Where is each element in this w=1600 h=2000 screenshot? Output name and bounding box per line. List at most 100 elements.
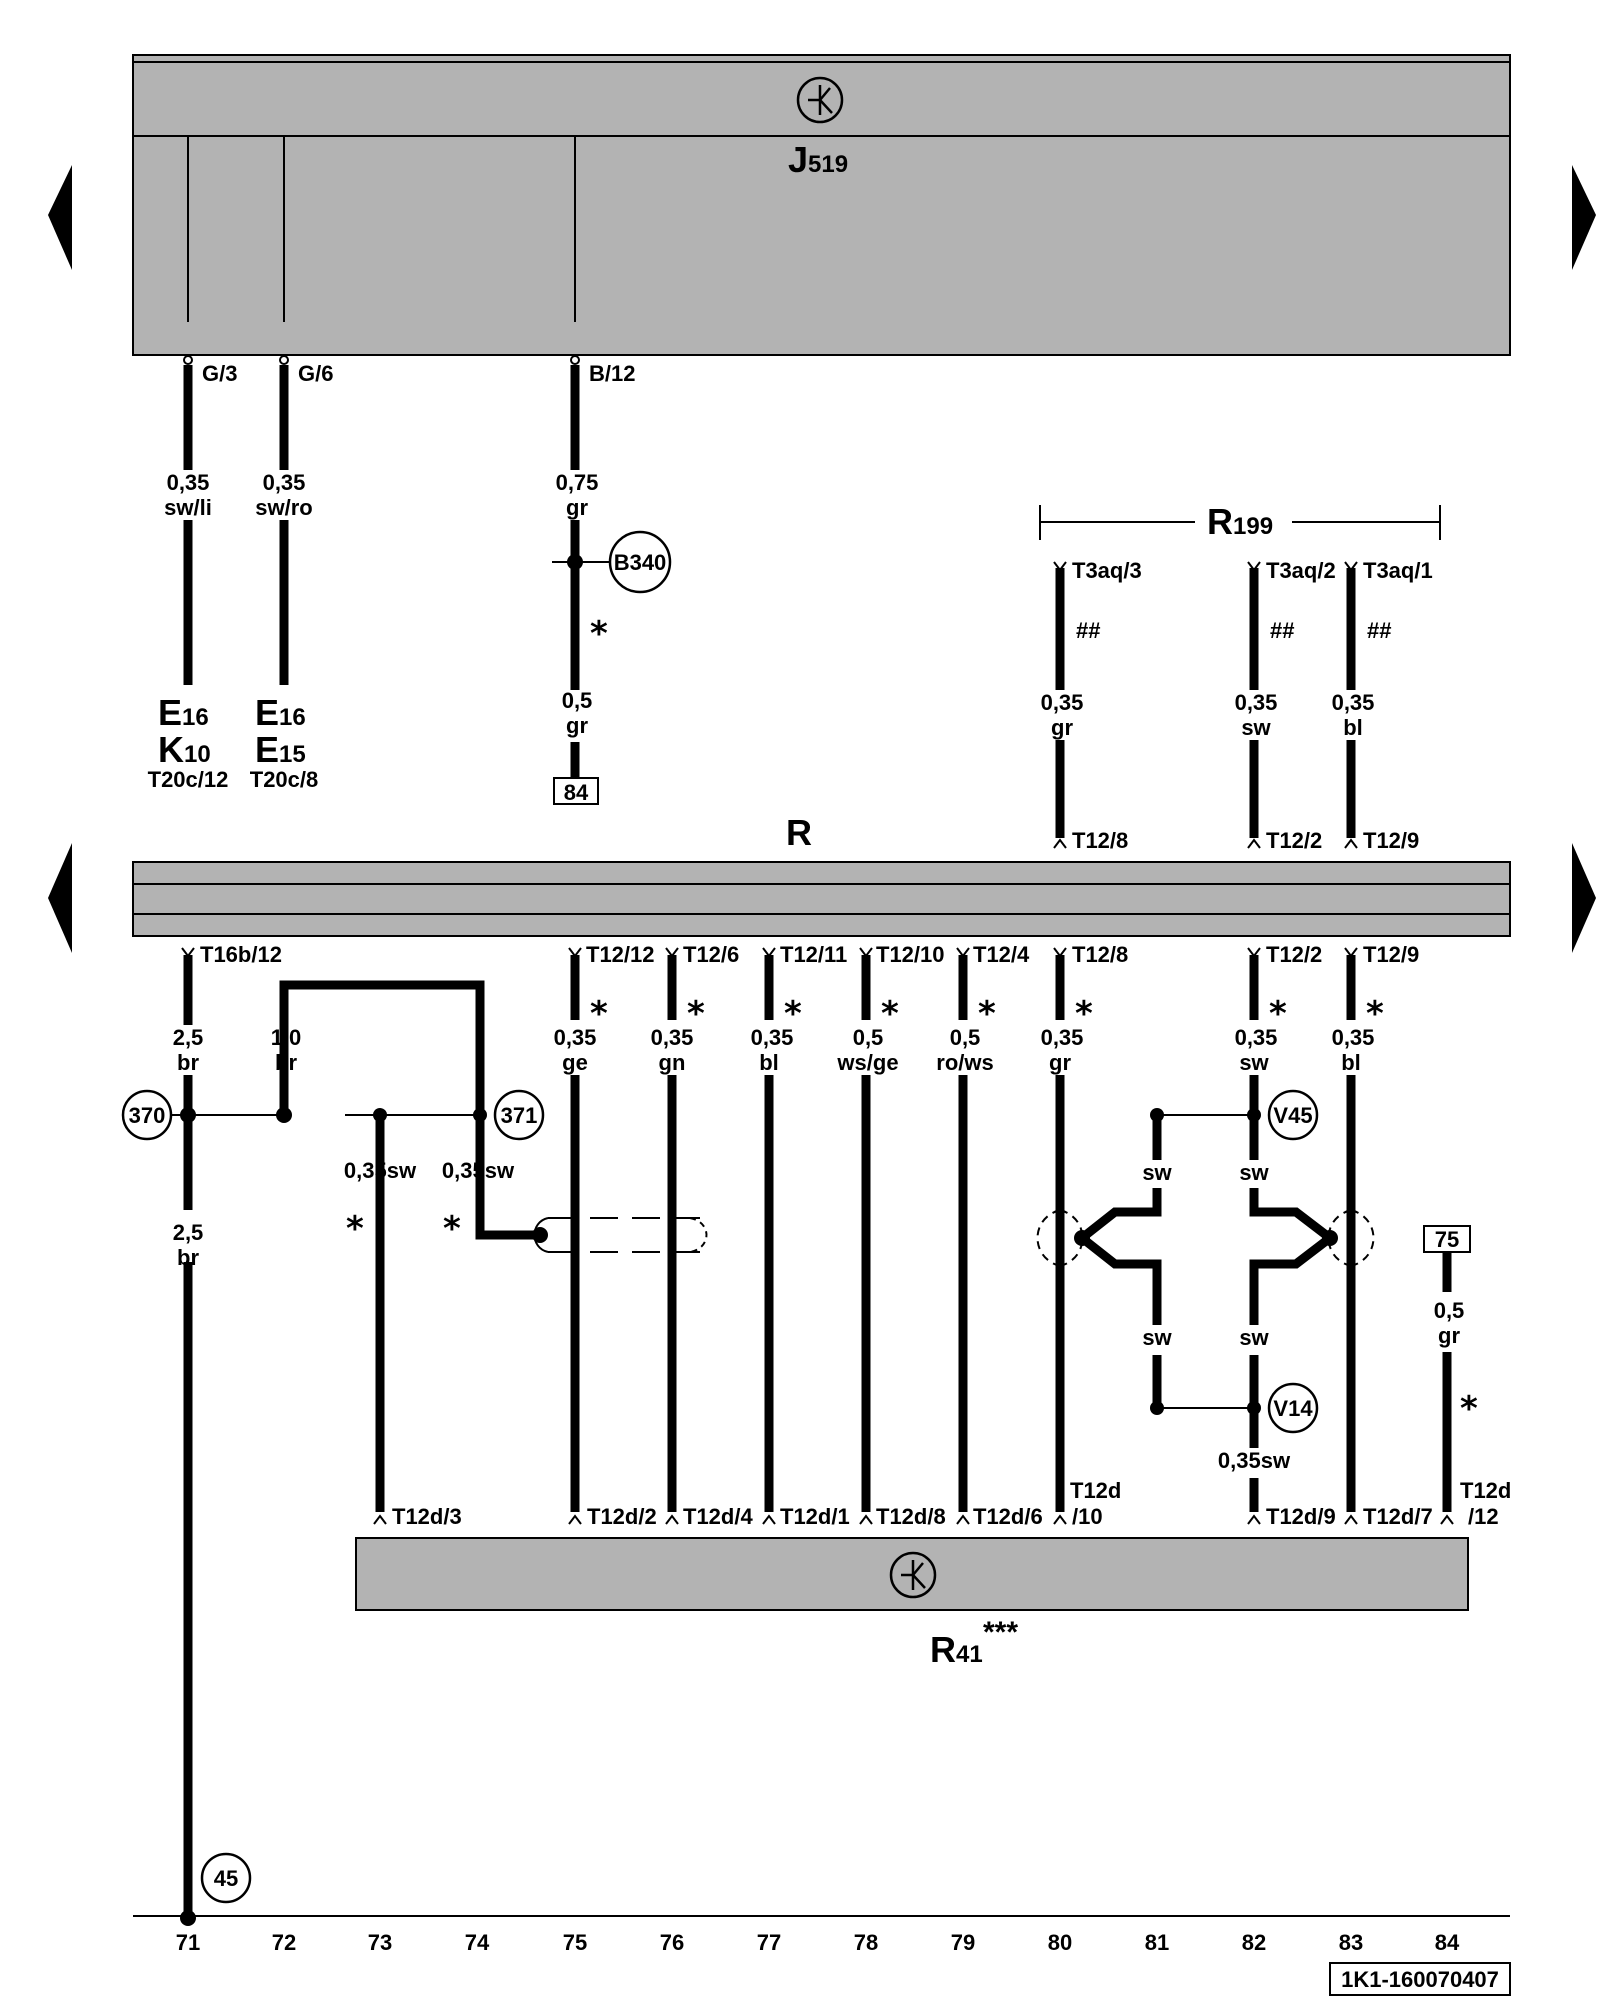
svg-text:T12/12: T12/12 [586,942,655,967]
svg-text:*: * [687,994,705,1034]
svg-text:T12/8: T12/8 [1072,942,1128,967]
svg-text:T12/2: T12/2 [1266,828,1322,853]
svg-text:sw: sw [1241,715,1271,740]
svg-text:*: * [1366,994,1384,1034]
svg-text:V45: V45 [1273,1103,1312,1128]
svg-text:sw: sw [1142,1325,1172,1350]
svg-text:/10: /10 [1072,1504,1103,1529]
prev-page-arrow-bottom[interactable] [48,843,72,953]
svg-text:83: 83 [1339,1930,1363,1955]
svg-text:72: 72 [272,1930,296,1955]
svg-text:/12: /12 [1468,1504,1499,1529]
svg-text:0,35sw: 0,35sw [1218,1448,1291,1473]
column-axis: 71 72 73 74 75 76 77 78 79 80 81 82 83 8… [133,1915,1510,1955]
svg-text:78: 78 [854,1930,878,1955]
svg-text:1K1-160070407: 1K1-160070407 [1341,1967,1499,1992]
svg-text:0,35: 0,35 [1332,1025,1375,1050]
svg-text:*: * [590,994,608,1034]
svg-text:T12d/6: T12d/6 [973,1504,1043,1529]
svg-text:77: 77 [757,1930,781,1955]
svg-text:74: 74 [465,1930,490,1955]
svg-text:bl: bl [759,1050,779,1075]
svg-text:T12d/4: T12d/4 [683,1504,753,1529]
svg-text:gr: gr [1049,1050,1071,1075]
svg-text:T20c/12: T20c/12 [148,767,229,792]
svg-text:0,35: 0,35 [1041,690,1084,715]
svg-text:0,35: 0,35 [651,1025,694,1050]
connector-370-circle [121,1089,173,1141]
svg-text:45: 45 [214,1866,238,1891]
top-wires: 0,35 sw/li 0,35 sw/ro 0,75 gr 0,5 gr B34… [164,365,672,805]
ref-e16-b: E16 [255,692,306,733]
svg-text:*: * [590,614,608,654]
svg-text:T12d/7: T12d/7 [1363,1504,1433,1529]
j519-control-unit: J519 [132,54,1511,356]
svg-text:##: ## [1367,618,1391,643]
svg-text:79: 79 [951,1930,975,1955]
svg-text:T3aq/1: T3aq/1 [1363,558,1433,583]
svg-text:*: * [1075,994,1093,1034]
svg-text:gr: gr [566,713,588,738]
svg-text:T12d: T12d [1070,1478,1121,1503]
svg-text:ge: ge [562,1050,588,1075]
svg-text:bl: bl [1341,1050,1361,1075]
svg-text:2,5: 2,5 [173,1220,204,1245]
svg-text:*: * [443,1209,461,1249]
svg-text:71: 71 [176,1930,200,1955]
svg-text:0,5: 0,5 [1434,1298,1465,1323]
svg-text:##: ## [1270,618,1294,643]
connector-b340-circle [608,530,672,594]
left-references: E16 K10 T20c/12 E16 E15 T20c/8 [148,692,319,792]
svg-text:T12/11: T12/11 [780,942,847,967]
j519-label: J519 [788,139,848,180]
svg-text:T12d/1: T12d/1 [780,1504,850,1529]
r41-footnote-mark: *** [983,1616,1018,1649]
svg-text:*: * [1460,1389,1478,1429]
document-id: 1K1-160070407 [1329,1962,1511,1996]
svg-text:2,5: 2,5 [173,1025,204,1050]
svg-text:sw: sw [1239,1160,1269,1185]
r-radio-band [132,861,1511,937]
svg-text:bl: bl [1343,715,1363,740]
svg-text:sw/li: sw/li [164,495,212,520]
ref-box-75 [1423,1225,1471,1253]
svg-text:80: 80 [1048,1930,1072,1955]
svg-text:sw: sw [1142,1160,1172,1185]
svg-text:sw: sw [1239,1050,1269,1075]
prev-page-arrow-top[interactable] [48,165,72,270]
svg-text:0,5: 0,5 [950,1025,981,1050]
svg-text:gr: gr [566,495,588,520]
pin-g3: G/3 [202,361,237,386]
svg-text:T12/6: T12/6 [683,942,739,967]
svg-text:0,5: 0,5 [562,688,593,713]
svg-text:0,35: 0,35 [1041,1025,1084,1050]
svg-text:371: 371 [501,1103,538,1128]
svg-text:br: br [177,1245,199,1270]
svg-text:0,35: 0,35 [167,470,210,495]
svg-text:sw/ro: sw/ro [255,495,312,520]
next-page-arrow-bottom[interactable] [1572,843,1596,953]
svg-text:T16b/12: T16b/12 [200,942,282,967]
svg-text:T12/4: T12/4 [973,942,1030,967]
svg-text:ro/ws: ro/ws [936,1050,993,1075]
r41-component: R41 *** [355,1537,1469,1670]
svg-text:T12/9: T12/9 [1363,828,1419,853]
svg-text:82: 82 [1242,1930,1266,1955]
r41-label: R41 [930,1629,983,1670]
ref-e16-a: E16 [158,692,209,733]
svg-text:84: 84 [1435,1930,1460,1955]
connector-b340-label: B340 [614,550,667,575]
electronic-component-icon [796,76,844,124]
electronic-component-icon [889,1551,937,1599]
svg-text:T12d: T12d [1460,1478,1511,1503]
j519-pins: G/3 G/6 B/12 [183,355,635,386]
svg-text:T12/10: T12/10 [876,942,945,967]
svg-text:T3aq/3: T3aq/3 [1072,558,1142,583]
svg-text:*: * [784,994,802,1034]
svg-text:T12/8: T12/8 [1072,828,1128,853]
svg-text:T20c/8: T20c/8 [250,767,319,792]
svg-text:0,35sw: 0,35sw [442,1158,515,1183]
svg-text:0,75: 0,75 [556,470,599,495]
next-page-arrow-top[interactable] [1572,165,1596,270]
